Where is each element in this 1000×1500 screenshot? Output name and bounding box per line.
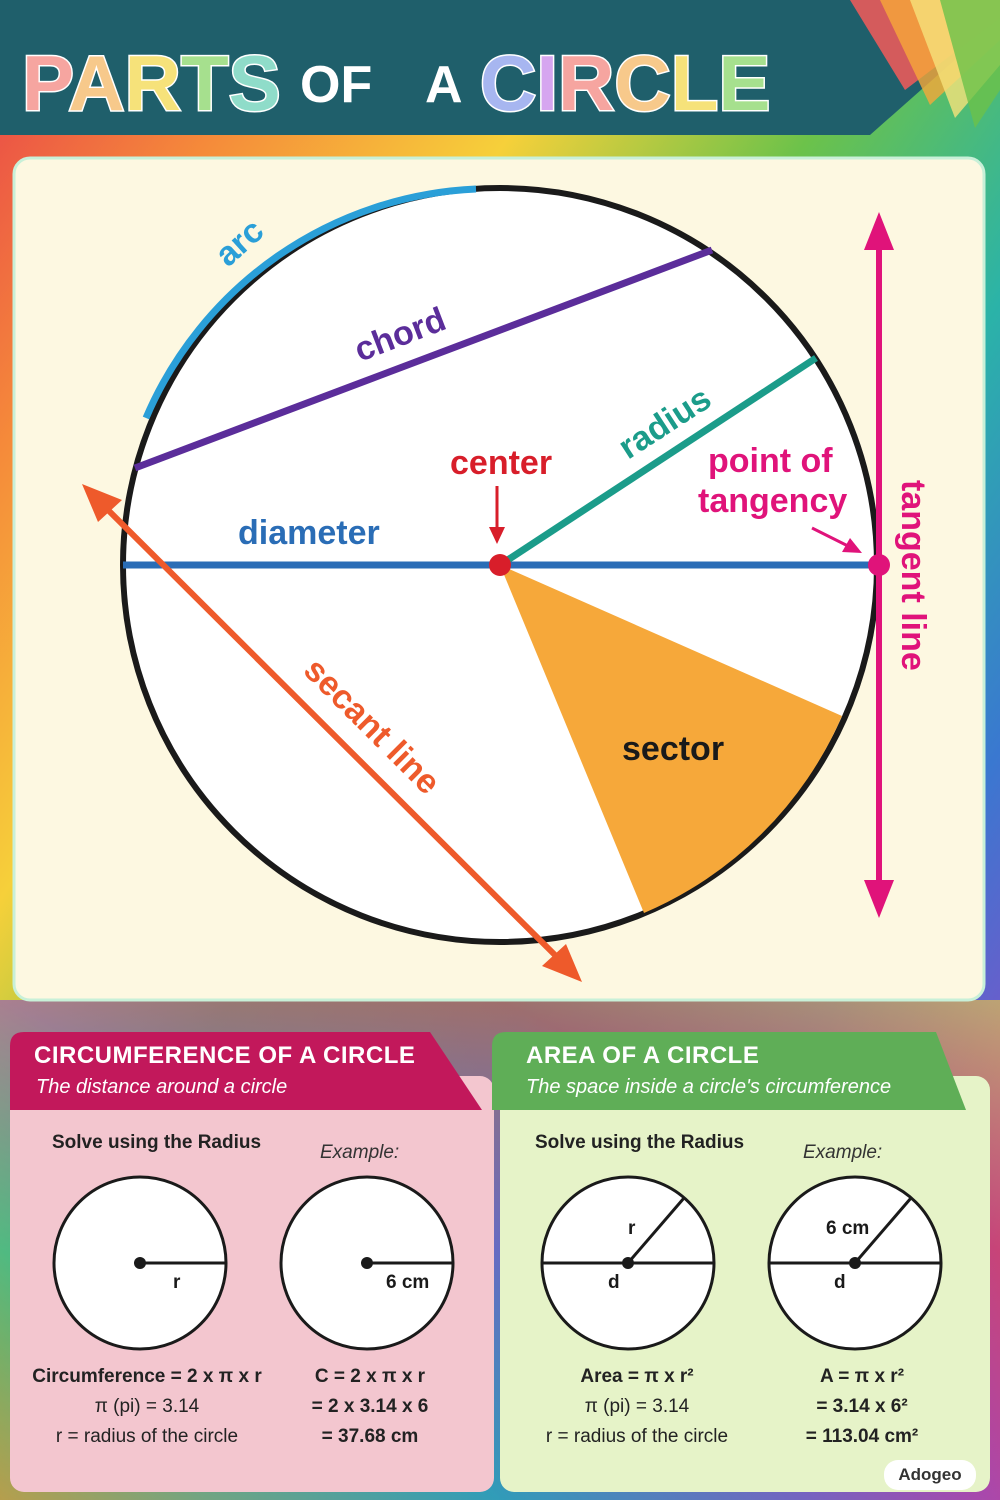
area-header bbox=[492, 1032, 966, 1110]
circumference-center-dot bbox=[134, 1257, 146, 1269]
secant-line bbox=[95, 497, 568, 968]
point-of-tangency-dot bbox=[868, 554, 890, 576]
area-example-center-dot bbox=[849, 1257, 861, 1269]
diagram-panel: arc chord radius center point of tangenc… bbox=[12, 156, 986, 1002]
circumference-formula: Circumference = 2 x π x r π (pi) = 3.14 … bbox=[22, 1362, 272, 1452]
area-example-radius bbox=[853, 1197, 913, 1264]
circumference-subtitle: The distance around a circle bbox=[36, 1076, 288, 1098]
tangent-arrow-top bbox=[864, 212, 894, 250]
center-pointer-head bbox=[489, 527, 505, 544]
chord-line bbox=[133, 246, 714, 472]
secant-arrow-end bbox=[542, 944, 582, 982]
area-formula: Area = π x r² π (pi) = 3.14 r = radius o… bbox=[512, 1362, 762, 1452]
circumference-example-formula: C = 2 x π x r = 2 x 3.14 x 6 = 37.68 cm bbox=[280, 1362, 460, 1452]
area-example-r-label: 6 cm bbox=[826, 1218, 869, 1239]
radius-line bbox=[498, 355, 818, 568]
area-example-line3: = 113.04 cm² bbox=[805, 1426, 919, 1447]
arc-highlight bbox=[142, 185, 477, 420]
center-dot bbox=[489, 554, 511, 576]
title-banner: PARTS OF A CIRCLE bbox=[0, 0, 1000, 135]
area-example-line2: = 3.14 x 6² bbox=[816, 1396, 908, 1417]
circumference-example-r-label: 6 cm bbox=[386, 1272, 429, 1293]
circumference-formula-line1: Circumference = 2 x π x r bbox=[32, 1366, 262, 1387]
title-word: PARTS bbox=[22, 39, 281, 127]
circumference-title: CIRCUMFERENCE OF A CIRCLE bbox=[34, 1042, 416, 1069]
circumference-example-label: Example: bbox=[320, 1142, 400, 1163]
circumference-example-line1: C = 2 x π x r bbox=[314, 1366, 426, 1387]
area-formula-line1: Area = π x r² bbox=[580, 1366, 694, 1387]
center-label: center bbox=[450, 444, 552, 482]
circumference-r-label: r bbox=[173, 1272, 181, 1293]
area-d-label: d bbox=[608, 1272, 620, 1293]
title-word: CIRCLE bbox=[480, 39, 770, 127]
point-of-tangency-pointer-head bbox=[842, 538, 862, 553]
area-formula-line2: π (pi) = 3.14 bbox=[584, 1396, 690, 1417]
diameter-label: diameter bbox=[238, 514, 380, 552]
secant-arrow-start bbox=[82, 484, 122, 522]
sector-label: sector bbox=[622, 730, 724, 768]
circumference-example-line3: = 37.68 cm bbox=[321, 1426, 419, 1447]
area-title: AREA OF A CIRCLE bbox=[526, 1042, 760, 1069]
point-of-tangency-label-line2: tangency bbox=[698, 482, 847, 520]
area-example-formula: A = π x r² = 3.14 x 6² = 113.04 cm² bbox=[772, 1362, 952, 1452]
circumference-formula-line3: r = radius of the circle bbox=[55, 1426, 239, 1447]
tangent-arrow-bottom bbox=[864, 880, 894, 918]
point-of-tangency-pointer bbox=[811, 526, 853, 550]
circumference-header bbox=[10, 1032, 482, 1110]
area-radius bbox=[626, 1197, 686, 1264]
formula-panels: r 6 cm r d 6 cm d bbox=[10, 1032, 990, 1492]
point-of-tangency-label-line1: point of bbox=[708, 442, 833, 480]
brand-logo: Adogeo bbox=[884, 1460, 976, 1490]
circumference-example-center-dot bbox=[361, 1257, 373, 1269]
area-subtitle: The space inside a circle's circumferenc… bbox=[526, 1076, 892, 1098]
circumference-example-line2: = 2 x 3.14 x 6 bbox=[311, 1396, 429, 1417]
circumference-formula-line2: π (pi) = 3.14 bbox=[94, 1396, 200, 1417]
area-example-d-label: d bbox=[834, 1272, 846, 1293]
area-example-label: Example: bbox=[803, 1142, 883, 1163]
poster-title: PARTS OF A CIRCLE bbox=[21, 38, 772, 129]
area-solve-label: Solve using the Radius bbox=[535, 1132, 745, 1153]
area-formula-line3: r = radius of the circle bbox=[545, 1426, 729, 1447]
area-example-line1: A = π x r² bbox=[819, 1366, 905, 1387]
tangent-line-label: tangent line bbox=[894, 480, 932, 671]
sector-shape bbox=[500, 565, 842, 913]
area-r-label: r bbox=[628, 1218, 636, 1239]
title-word: A bbox=[425, 56, 463, 114]
area-center-dot bbox=[622, 1257, 634, 1269]
title-word: OF bbox=[300, 56, 372, 114]
circumference-solve-label: Solve using the Radius bbox=[52, 1132, 262, 1153]
